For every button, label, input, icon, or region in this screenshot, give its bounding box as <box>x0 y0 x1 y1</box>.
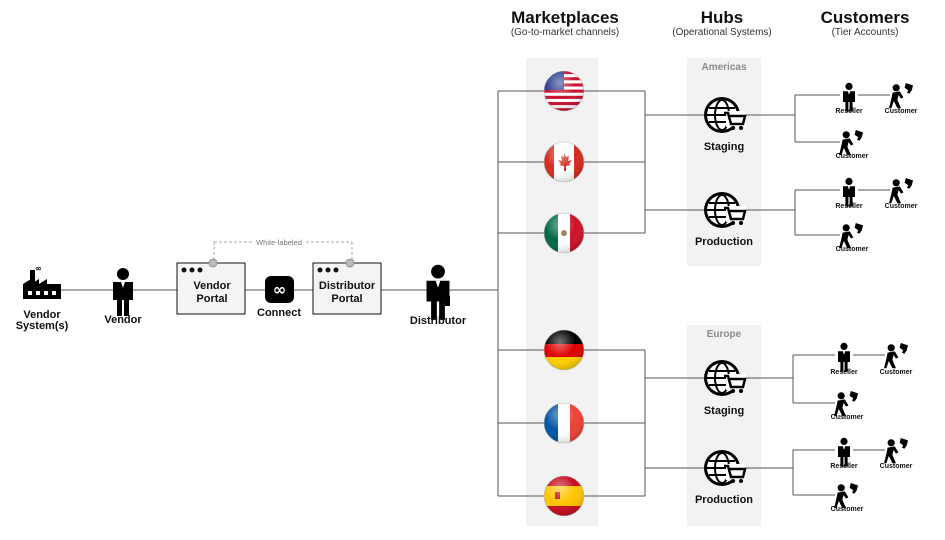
globe-cart-icon <box>704 97 747 133</box>
hub-label-americas-production: Production <box>694 236 754 248</box>
distributor-label: Distributor <box>409 315 467 327</box>
customers-title: Customers <box>820 8 910 27</box>
reseller-label: Reseller <box>830 463 858 470</box>
customer-icon <box>889 178 913 204</box>
factory-icon: ∞ <box>23 264 61 299</box>
reseller-label: Reseller <box>835 203 863 210</box>
flag-spain-icon <box>543 475 585 517</box>
hub-band-europe <box>687 325 761 526</box>
customer-label: Customer <box>879 463 913 470</box>
customers-subtitle: (Tier Accounts) <box>831 27 899 38</box>
customer-icon <box>884 343 908 369</box>
vendor-label: Vendor <box>104 314 142 326</box>
customer-label: Customer <box>879 369 913 376</box>
customer-label: Customer <box>830 506 864 513</box>
hubs-subtitle: (Operational Systems) <box>672 27 772 38</box>
white-labeled-label: White-labeled <box>256 238 302 247</box>
hub-band-americas <box>687 58 761 266</box>
customer-label: Customer <box>884 108 918 115</box>
hub-label-europe-production: Production <box>694 494 754 506</box>
customer-icon <box>884 438 908 464</box>
flag-mexico-icon <box>543 212 585 254</box>
hub-label-europe-staging: Staging <box>703 405 745 417</box>
distributor-portal-window <box>312 258 382 315</box>
vendor-portal-label: Vendor Portal <box>193 280 231 305</box>
marketplaces-subtitle: (Go-to-market channels) <box>510 27 620 38</box>
customer-icon <box>839 223 863 249</box>
marketplaces-title: Marketplaces <box>511 8 619 27</box>
flag-usa-icon <box>543 70 585 112</box>
customer-icon <box>889 83 913 109</box>
hub-label-americas-staging: Staging <box>703 141 745 153</box>
vendor-person-icon <box>113 268 133 316</box>
white-labeled-bracket <box>213 241 353 262</box>
hubs-title: Hubs <box>700 8 744 27</box>
customer-icon <box>834 483 858 509</box>
svg-text:∞: ∞ <box>35 264 42 273</box>
vendor-system-label: Vendor System(s) <box>15 309 69 332</box>
customer-label: Customer <box>884 203 918 210</box>
flag-canada-icon <box>543 141 585 183</box>
connect-logo-icon: ∞ <box>265 276 294 303</box>
customer-label: Customer <box>835 153 869 160</box>
connect-label: Connect <box>257 307 301 319</box>
customer-label: Customer <box>830 414 864 421</box>
reseller-icon <box>838 342 850 372</box>
flag-germany-icon <box>543 329 585 371</box>
distributor-portal-label: Distributor Portal <box>318 280 376 305</box>
marketplaces-band <box>526 58 598 526</box>
region-label-americas: Americas <box>701 62 747 73</box>
vendor-portal-window <box>176 258 246 315</box>
globe-cart-icon <box>704 360 747 396</box>
globe-cart-icon <box>704 450 747 486</box>
customer-icon <box>834 391 858 417</box>
globe-cart-icon <box>704 192 747 228</box>
customer-icon <box>839 130 863 156</box>
region-label-europe: Europe <box>706 329 742 340</box>
svg-text:∞: ∞ <box>273 280 286 299</box>
reseller-label: Reseller <box>830 369 858 376</box>
flag-france-icon <box>543 402 585 444</box>
customer-label: Customer <box>835 246 869 253</box>
reseller-label: Reseller <box>835 108 863 115</box>
distributor-person-icon <box>426 264 450 320</box>
